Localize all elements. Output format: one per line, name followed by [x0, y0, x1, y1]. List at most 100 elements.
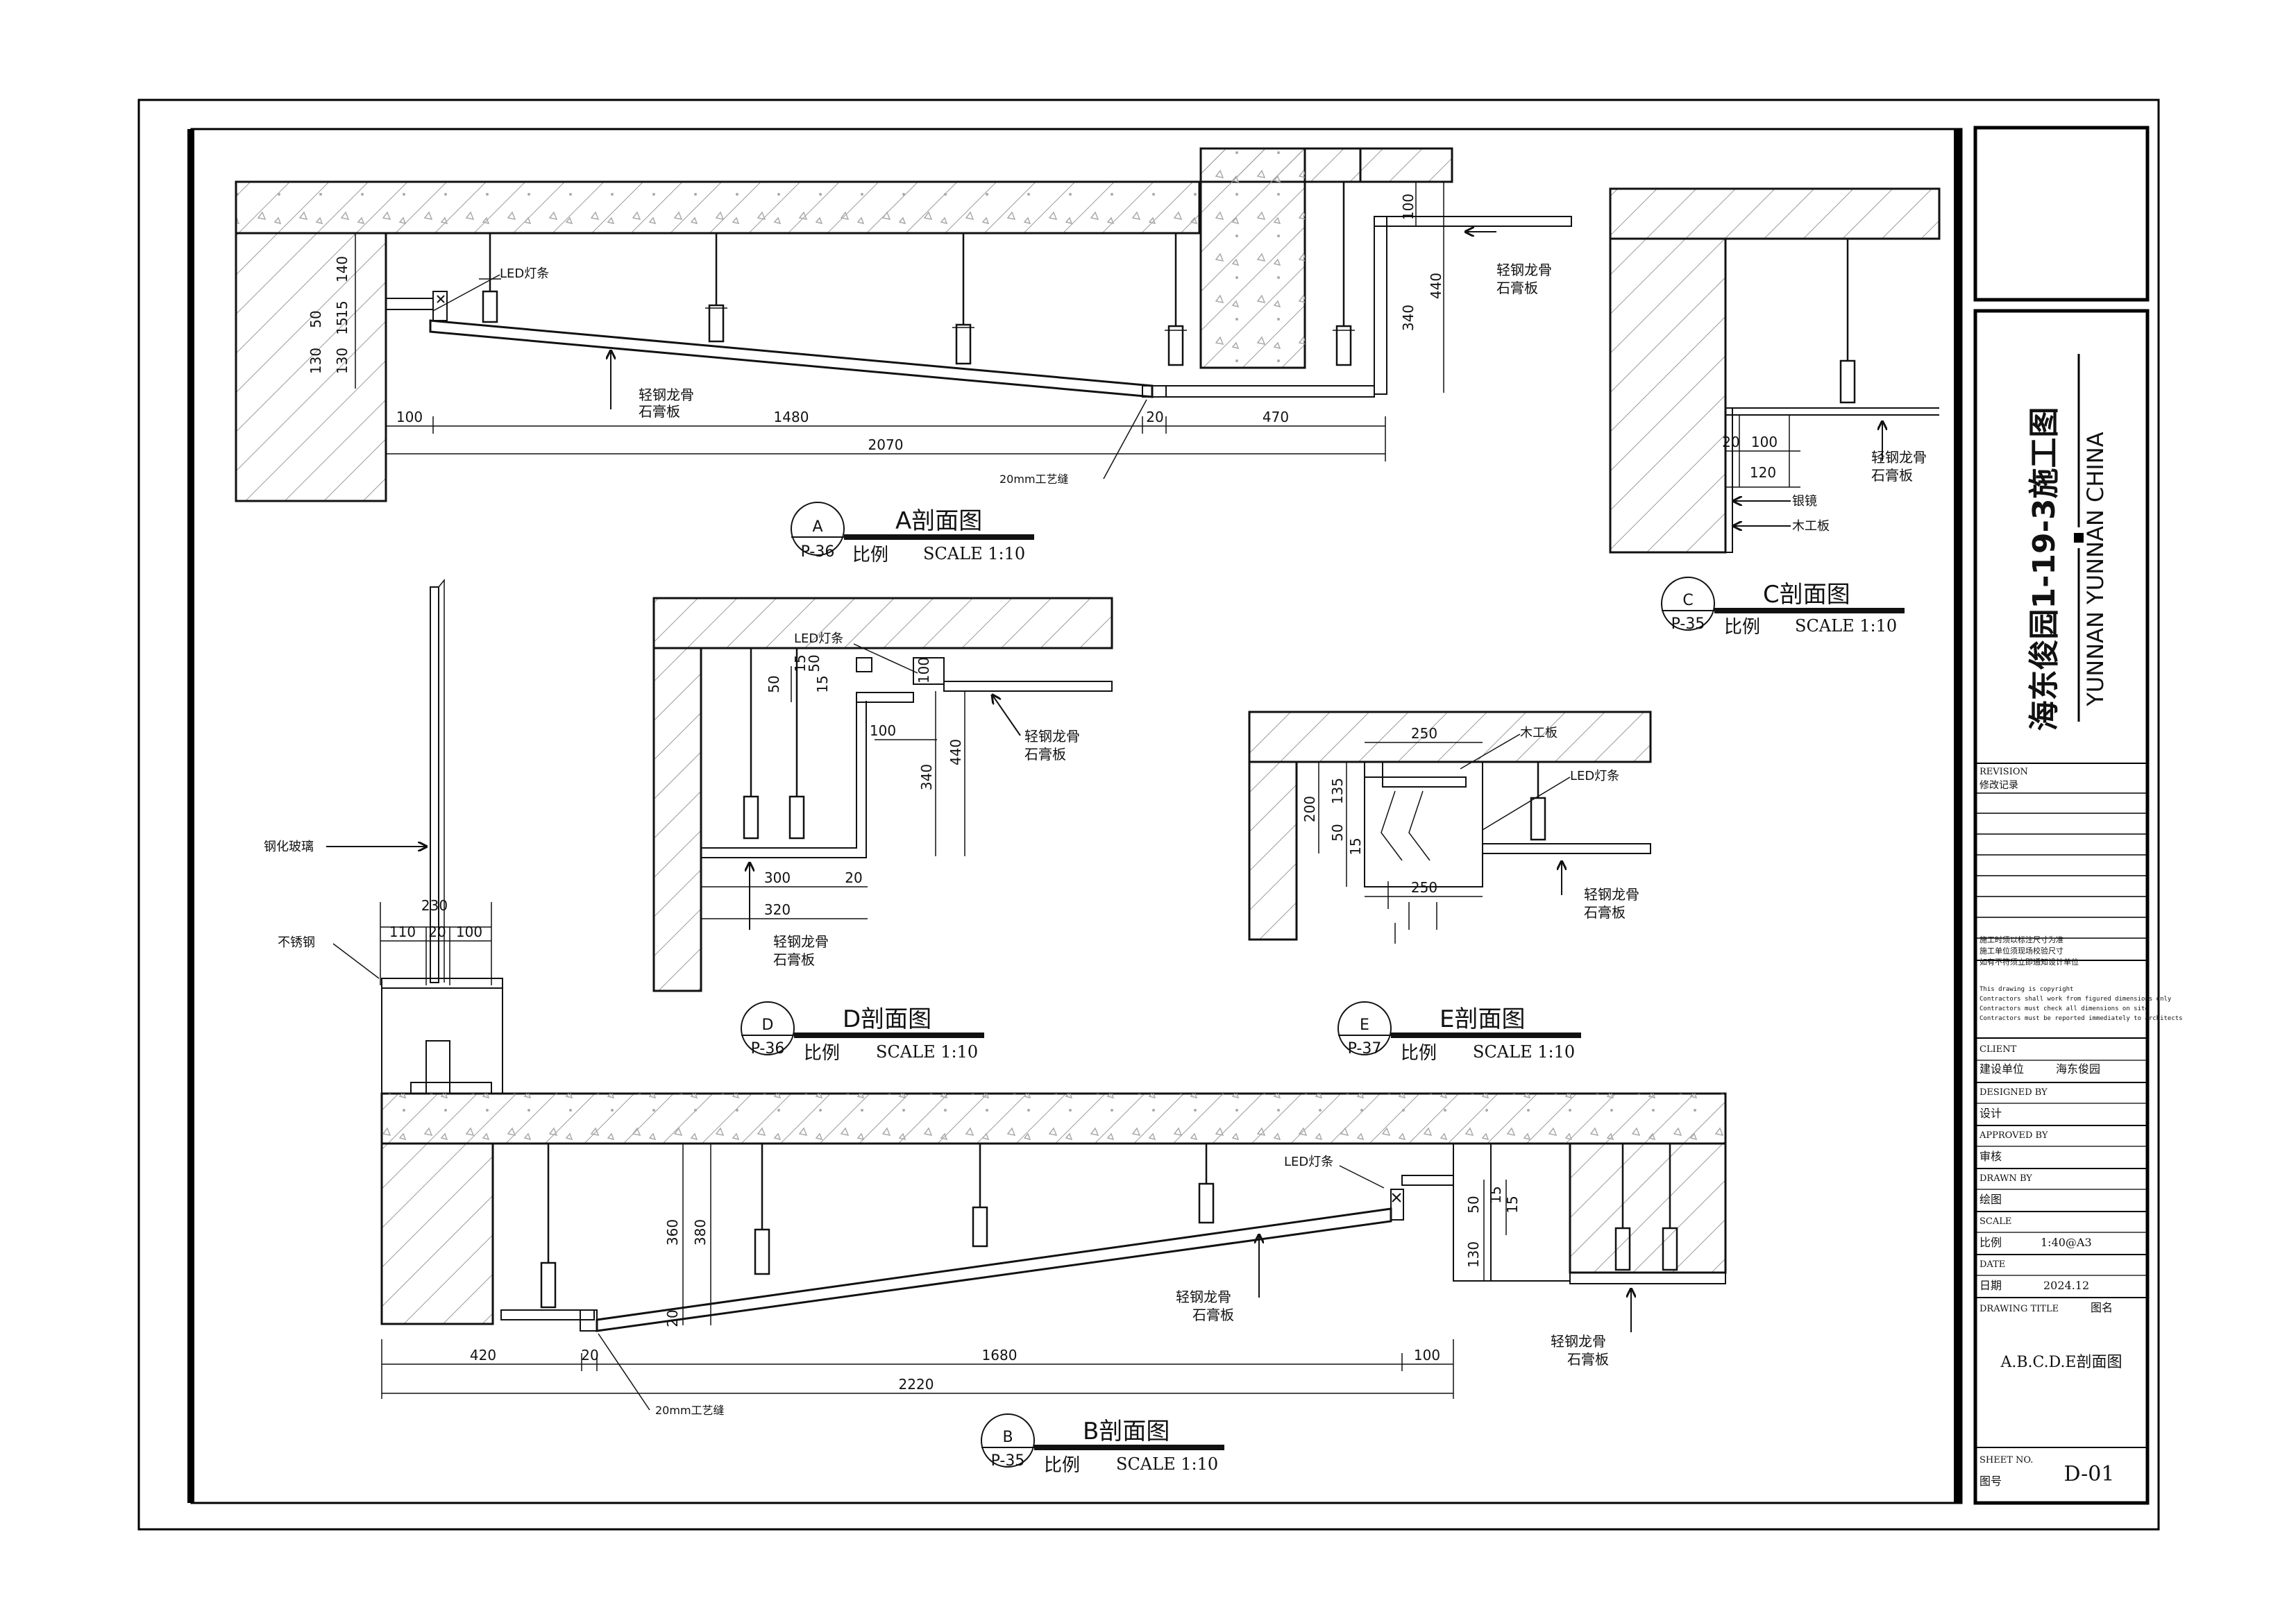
wall-b-left: [380, 1142, 494, 1325]
title-block: 海东俊园1-19-3施工图 YUNNAN YUNNAN CHINA REVISI…: [1973, 126, 2183, 1505]
dim-e-15: 15: [1347, 838, 1364, 855]
client-value: 海东俊园: [2056, 1062, 2100, 1076]
dim-d-100v: 100: [915, 657, 932, 683]
label-b-keel-r: 轻钢龙骨: [1551, 1333, 1606, 1350]
note-2: 施工单位须现场校验尺寸: [1980, 946, 2063, 955]
wall-a-left: [235, 232, 387, 502]
section-e: 250 250 200 135 50 15 木工板 LED灯条 轻钢龙骨 石膏板…: [1248, 711, 1652, 1064]
dim-d-50b: 50: [806, 654, 822, 672]
frame-right-bar: [1954, 129, 1961, 1503]
label-b-keel: 轻钢龙骨: [1176, 1289, 1231, 1305]
dim-e-250b: 250: [1411, 879, 1437, 896]
dim-c-120: 120: [1750, 464, 1776, 481]
label-a-led: LED灯条: [500, 266, 549, 281]
section-c: 20 100 120 轻钢龙骨 石膏板 银镜 木工板 C P-35 C剖面图 比…: [1609, 187, 1941, 638]
dim-d-15a: 15: [792, 654, 809, 672]
dim-b-15b: 15: [1504, 1196, 1521, 1213]
label-b-gypsum-r: 石膏板: [1567, 1351, 1609, 1368]
dim-d-100h: 100: [870, 722, 896, 739]
section-b-title: B剖面图: [1083, 1418, 1170, 1445]
slab-e: [1248, 711, 1652, 763]
dim-b-420: 420: [470, 1347, 496, 1363]
dim-g-230: 230: [421, 897, 448, 914]
designed-cn: 设计: [1980, 1107, 2002, 1120]
section-a: 100 1480 20 470 2070 140 50 15 15 130 13…: [235, 147, 1572, 566]
label-d-gypsum-b: 石膏板: [773, 951, 815, 968]
dim-b-15a: 15: [1487, 1186, 1504, 1203]
dim-g-110: 110: [389, 924, 416, 940]
dim-b-50: 50: [1465, 1196, 1482, 1213]
wall-b-right: [1569, 1142, 1727, 1274]
dim-g-20: 20: [428, 924, 446, 940]
label-b-gypsum: 石膏板: [1192, 1307, 1234, 1323]
dim-a-440: 440: [1428, 273, 1444, 299]
dim-d-50: 50: [766, 675, 782, 692]
note-1: 施工时须以标注尺寸为准: [1980, 935, 2063, 944]
revision-en: REVISION: [1980, 767, 2028, 777]
label-tempered-glass: 钢化玻璃: [264, 840, 314, 854]
section-d-ratio: 比例: [804, 1043, 840, 1064]
dim-a-100: 100: [396, 409, 423, 425]
drawing-title-cn: 图名: [2091, 1301, 2113, 1314]
label-d-keel: 轻钢龙骨: [1024, 728, 1080, 745]
dim-a-top100: 100: [1400, 194, 1417, 220]
sloped-ceiling-a: [429, 319, 1154, 398]
note-5: Contractors shall work from figured dime…: [1980, 996, 2172, 1003]
wall-c-left: [1609, 237, 1727, 554]
label-d-keel-b: 轻钢龙骨: [773, 933, 829, 950]
section-b-ref: P-35: [991, 1452, 1025, 1470]
dim-a-50: 50: [307, 310, 324, 328]
approved-cn: 审核: [1980, 1150, 2002, 1163]
label-a-keel-r: 轻钢龙骨: [1496, 262, 1552, 278]
drawn-en: DRAWN BY: [1980, 1173, 2032, 1184]
label-stainless: 不锈钢: [278, 935, 315, 950]
section-a-ref: P-36: [801, 543, 835, 561]
section-c-letter: C: [1682, 592, 1693, 609]
sheet-no-en: SHEET NO.: [1980, 1455, 2033, 1465]
dim-e-135: 135: [1329, 778, 1346, 804]
note-6: Contractors must check all dimensions on…: [1980, 1005, 2149, 1012]
section-d-ref: P-36: [751, 1040, 785, 1057]
section-c-ratio: 比例: [1724, 617, 1760, 638]
dim-c-20: 20: [1722, 434, 1739, 450]
label-e-gypsum: 石膏板: [1584, 904, 1626, 921]
label-b-led: LED灯条: [1284, 1155, 1333, 1169]
slab-d: [652, 597, 1113, 649]
note-7: Contractors must be reported immediately…: [1980, 1015, 2183, 1022]
label-c-keel: 轻钢龙骨: [1871, 449, 1927, 466]
dim-a-130a: 130: [307, 348, 324, 374]
dim-b-20v: 20: [664, 1309, 681, 1327]
dim-b-2220: 2220: [899, 1376, 934, 1393]
section-e-ratio: 比例: [1401, 1043, 1437, 1064]
label-c-gypsum: 石膏板: [1871, 467, 1913, 484]
label-a-gypsum-r: 石膏板: [1496, 280, 1538, 296]
dim-a-140: 140: [334, 256, 351, 282]
project-title-en: YUNNAN YUNNAN CHINA: [2082, 432, 2109, 706]
dim-a-20: 20: [1146, 409, 1163, 425]
dim-a-2070: 2070: [868, 436, 904, 453]
section-c-scale: SCALE 1:10: [1795, 616, 1897, 636]
designed-en: DESIGNED BY: [1980, 1087, 2048, 1098]
label-d-gypsum: 石膏板: [1024, 746, 1066, 763]
dim-a-470: 470: [1263, 409, 1289, 425]
label-c-mirror: 银镜: [1792, 494, 1817, 509]
scale-en: SCALE: [1980, 1216, 2011, 1227]
dim-b-20: 20: [581, 1347, 598, 1363]
dim-d-15b: 15: [814, 675, 831, 692]
section-c-ref: P-35: [1671, 615, 1705, 633]
section-d-letter: D: [762, 1017, 774, 1034]
sheet-no-value: D-01: [2064, 1462, 2115, 1486]
scale-cn: 比例: [1980, 1236, 2002, 1249]
dim-a-15b: 15: [334, 317, 351, 334]
wall-d-left: [652, 647, 702, 992]
dim-e-200: 200: [1301, 796, 1318, 822]
dim-b-380: 380: [692, 1219, 709, 1246]
section-e-scale: SCALE 1:10: [1473, 1042, 1575, 1062]
section-d: 50 15 50 15 100 340 440 100 300 20 320 L…: [652, 597, 1113, 1064]
dim-b-130: 130: [1465, 1241, 1482, 1268]
glass-railing-detail: 230 110 20 100 钢化玻璃 不锈钢: [264, 578, 503, 1094]
note-3: 如有不符须立即通知设计单位: [1980, 957, 2079, 967]
section-a-letter: A: [812, 518, 822, 536]
drawing-title-value: A.B.C.D.E剖面图: [2000, 1354, 2122, 1371]
